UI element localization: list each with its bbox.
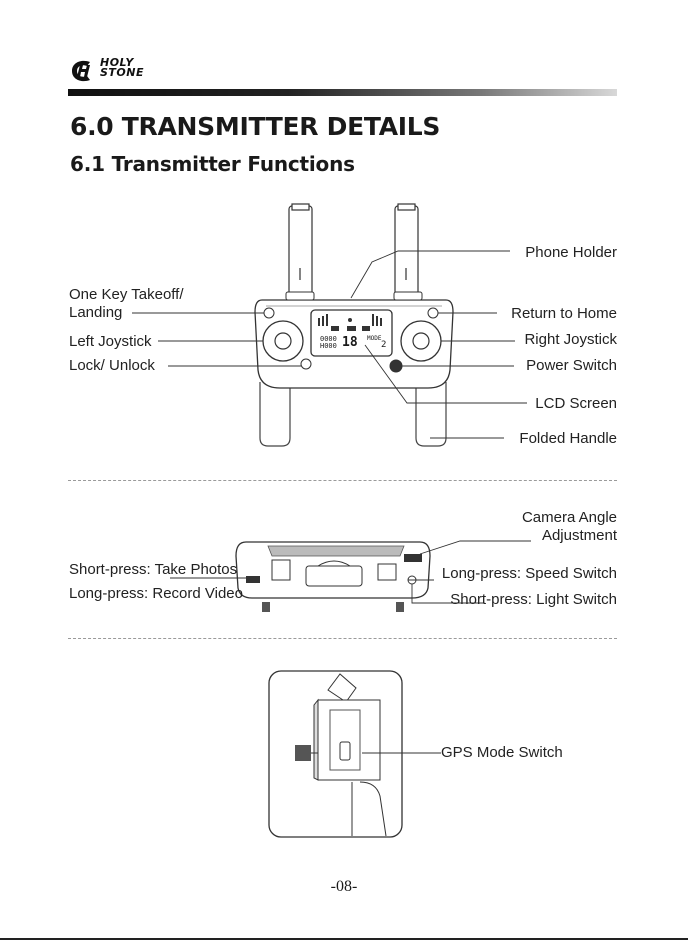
label-left-joystick: Left Joystick [69, 333, 152, 350]
holy-stone-logo-icon [72, 60, 90, 82]
label-long-press-speed: Long-press: Speed Switch [441, 565, 617, 582]
label-gps-mode: GPS Mode Switch [441, 744, 563, 761]
label-return-home: Return to Home [511, 305, 617, 322]
lcd-digits-bottom: H000 [320, 342, 337, 350]
brand-line-1: HOLY [100, 56, 134, 69]
lcd-digits-top: 0000 [320, 335, 337, 343]
brand-logo-text: HOLY STONE [100, 56, 144, 79]
section-divider-2 [68, 638, 617, 639]
label-one-key-takeoff: One Key Takeoff/ [69, 286, 184, 303]
label-short-press-photos: Short-press: Take Photos [69, 561, 238, 578]
page-title: 6.0 TRANSMITTER DETAILS [70, 112, 441, 141]
lcd-mode-label: MODE [367, 335, 382, 342]
lcd-digits-center: 18 [342, 335, 358, 350]
lcd-mode-value: 2 [381, 340, 387, 350]
label-phone-holder: Phone Holder [525, 244, 617, 261]
label-long-press-video: Long-press: Record Video [69, 585, 243, 602]
section-title: 6.1 Transmitter Functions [70, 152, 355, 176]
footer-rule [0, 938, 688, 940]
header-gradient-bar [68, 89, 617, 96]
label-camera-angle-2: Adjustment [541, 527, 617, 544]
label-lock-unlock: Lock/ Unlock [69, 357, 155, 374]
label-short-press-light: Short-press: Light Switch [450, 591, 617, 608]
label-power-switch: Power Switch [526, 357, 617, 374]
brand-line-2: STONE [100, 66, 144, 79]
label-camera-angle-1: Camera Angle [521, 509, 617, 526]
section-divider-1 [68, 480, 617, 481]
label-lcd-screen: LCD Screen [535, 395, 617, 412]
label-landing: Landing [69, 304, 123, 321]
lcd-readout: 0000 H000 [320, 336, 337, 350]
label-right-joystick: Right Joystick [524, 331, 617, 348]
page-number: -08- [330, 878, 358, 895]
label-folded-handle: Folded Handle [519, 430, 617, 447]
